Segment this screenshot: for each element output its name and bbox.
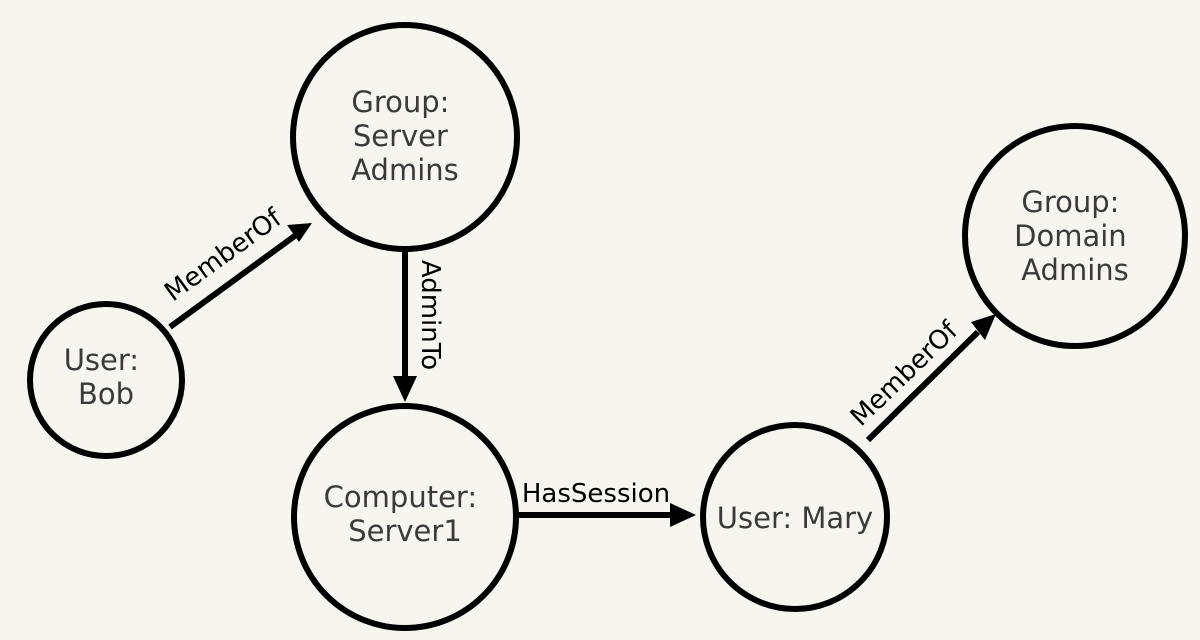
node-label-line: User: Mary <box>717 501 873 535</box>
edge-bob-memberof-server-admins: MemberOf <box>159 203 312 330</box>
node-label-line: Group: <box>351 85 449 119</box>
node-label-line: Bob <box>78 377 134 411</box>
edge-label-memberof-mary: MemberOf <box>845 315 965 432</box>
node-label-line: User: <box>64 343 139 377</box>
node-label-line: Server1 <box>348 514 462 548</box>
node-circle <box>700 422 890 612</box>
node-group-server-admins[interactable]: Group: Server Admins <box>290 22 520 252</box>
node-circle <box>962 123 1188 349</box>
edge-line <box>168 232 298 330</box>
edge-mary-memberof-domain-admins: MemberOf <box>845 314 996 443</box>
node-label: Group: Server Admins <box>351 85 459 187</box>
arrowhead-icon <box>670 503 696 527</box>
arrowhead-icon <box>971 314 996 340</box>
node-user-mary[interactable]: User: Mary <box>700 422 890 612</box>
node-label: Computer: Server1 <box>324 480 487 548</box>
node-label-line: Domain <box>1014 219 1127 253</box>
node-group-domain-admins[interactable]: Group: Domain Admins <box>962 123 1188 349</box>
edge-label-adminto: AdminTo <box>415 260 445 370</box>
node-label: User: Mary <box>717 501 873 535</box>
node-circle <box>27 301 185 459</box>
node-circle <box>290 22 520 252</box>
node-label-line: Computer: <box>324 480 477 514</box>
node-label-line: Server <box>353 119 448 153</box>
node-user-bob[interactable]: User: Bob <box>27 301 185 459</box>
edge-label-hassession: HasSession <box>522 479 670 509</box>
edge-line <box>865 329 981 443</box>
arrowhead-icon <box>287 223 312 242</box>
edge-server1-hassession-mary: HasSession <box>518 479 696 527</box>
node-label: Group: Domain Admins <box>1014 185 1136 287</box>
node-circle <box>291 403 519 631</box>
node-computer-server1[interactable]: Computer: Server1 <box>291 403 519 631</box>
node-label-line: Admins <box>351 153 459 187</box>
node-label: User: Bob <box>64 343 149 411</box>
node-label-line: Admins <box>1021 253 1129 287</box>
node-label-line: Group: <box>1021 185 1119 219</box>
edge-server-admins-adminto-server1: AdminTo <box>393 252 445 402</box>
arrowhead-icon <box>393 376 417 402</box>
